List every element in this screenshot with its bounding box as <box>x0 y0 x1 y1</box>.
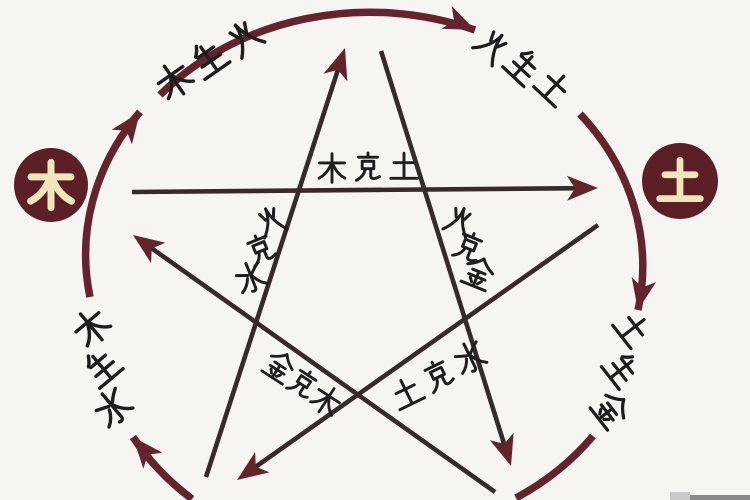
cycle-arc-shui-sheng-mu <box>81 109 143 298</box>
overcome-line-shui-ke-huo <box>203 66 342 478</box>
overcome-line-mu-ke-tu <box>131 185 579 195</box>
overcome-line-huo-ke-jin <box>378 50 508 448</box>
watermark <box>670 492 750 500</box>
cycle-arc-mu-sheng-huo <box>157 8 477 98</box>
badge-earth <box>642 143 718 219</box>
overcome-line-jin-ke-mu <box>147 244 497 494</box>
overcome-line-tu-ke-shui <box>252 223 600 471</box>
cycle-arc-tu-sheng-jin <box>514 433 596 500</box>
cycle-arc-huo-sheng-tu <box>577 111 647 311</box>
element-badges <box>14 143 718 222</box>
generating-cycle <box>81 5 657 500</box>
watermark-dots <box>670 492 690 500</box>
overcoming-star <box>125 44 600 494</box>
badge-wood <box>14 148 88 222</box>
watermark-bar <box>690 495 750 500</box>
